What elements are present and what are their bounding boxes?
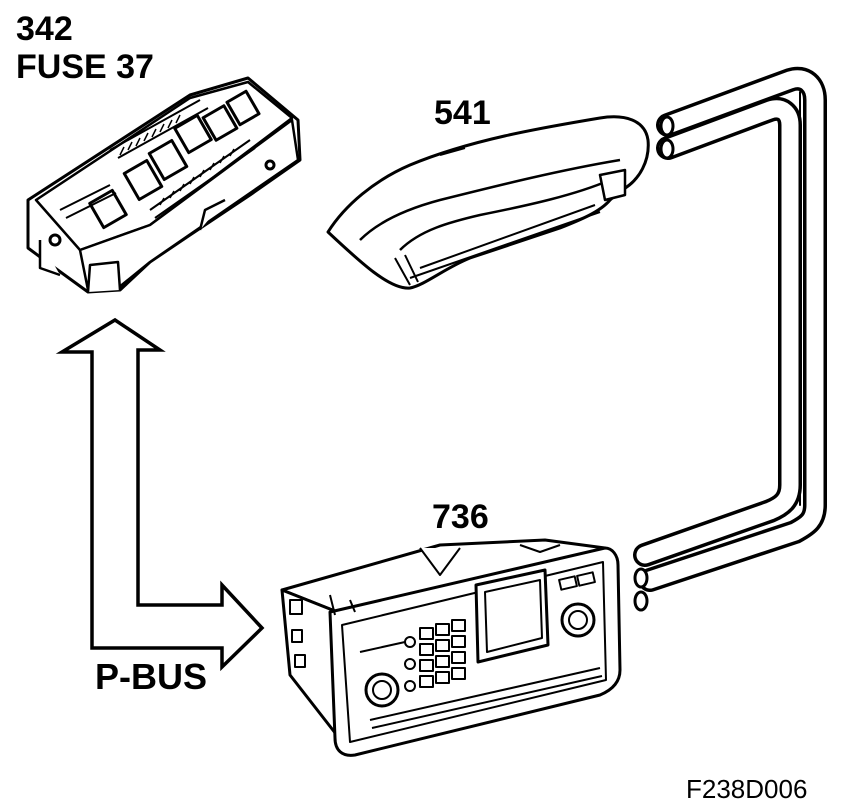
control-panel-illustration <box>280 538 622 757</box>
cable-illustration <box>633 66 827 612</box>
p-bus-label: P-BUS <box>95 656 208 697</box>
module-number-label: 342 <box>16 10 73 48</box>
figure-id-label: F238D006 <box>686 774 808 804</box>
p-bus-arrow <box>55 317 265 672</box>
fuse-box-illustration <box>26 76 302 294</box>
part-541-illustration <box>326 115 650 290</box>
part-541-label: 541 <box>434 94 491 132</box>
part-736-label: 736 <box>432 498 489 536</box>
fuse-label: FUSE 37 <box>16 48 154 86</box>
